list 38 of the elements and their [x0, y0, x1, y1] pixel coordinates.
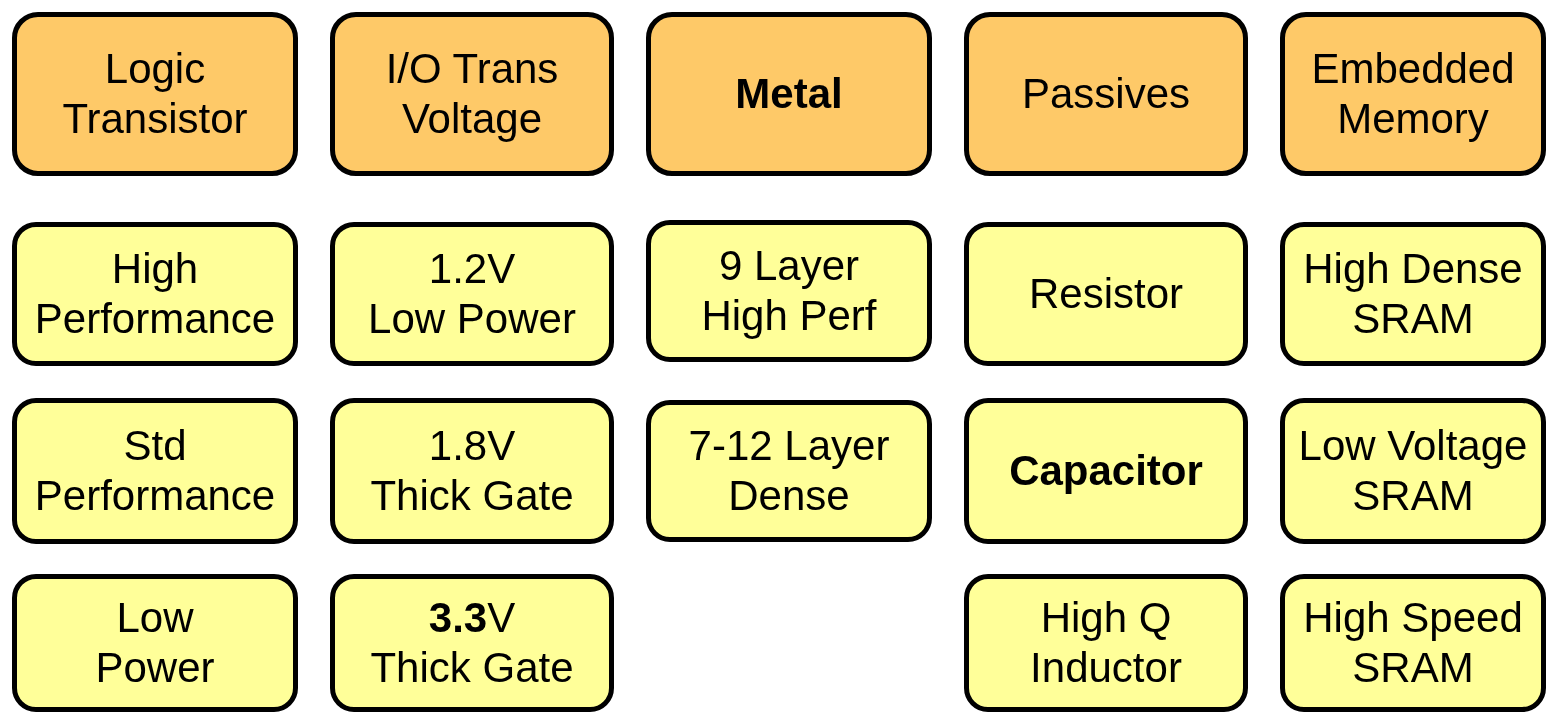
box-label: Logic Transistor — [62, 44, 248, 144]
option-box — [646, 220, 932, 362]
box-label: 1.2V Low Power — [368, 244, 576, 344]
option-box — [330, 574, 614, 712]
option-box — [964, 222, 1248, 366]
category-box — [12, 12, 298, 176]
option-box — [1280, 222, 1546, 366]
option-box — [1280, 574, 1546, 712]
box-label: High Performance — [34, 244, 276, 344]
box-label: 9 Layer High Perf — [701, 241, 877, 341]
box-label: Metal — [735, 69, 843, 119]
box-label: 7-12 Layer Dense — [688, 421, 890, 521]
category-box — [964, 12, 1248, 176]
box-label: Passives — [1021, 69, 1191, 119]
option-box — [12, 574, 298, 712]
category-box — [330, 12, 614, 176]
box-label: High Speed SRAM — [1303, 593, 1523, 693]
box-label: Resistor — [1028, 269, 1183, 319]
box-label: Capacitor — [1009, 446, 1203, 496]
box-label: Low Voltage SRAM — [1298, 421, 1528, 521]
box-label: High Dense SRAM — [1303, 244, 1523, 344]
box-label: I/O Trans Voltage — [385, 44, 559, 144]
box-label: Std Performance — [34, 421, 276, 521]
option-box — [964, 574, 1248, 712]
box-label: 1.8V Thick Gate — [370, 421, 574, 521]
box-label: Embedded Memory — [1311, 44, 1515, 144]
box-label: 3.3V Thick Gate — [370, 593, 574, 693]
option-box — [12, 222, 298, 366]
option-box — [1280, 398, 1546, 544]
category-box — [646, 12, 932, 176]
option-box — [12, 398, 298, 544]
option-box — [646, 400, 932, 542]
option-box — [964, 398, 1248, 544]
option-box — [330, 222, 614, 366]
category-box — [1280, 12, 1546, 176]
box-label: High Q Inductor — [1030, 593, 1182, 693]
box-label: Low Power — [95, 593, 215, 693]
option-box — [330, 398, 614, 544]
